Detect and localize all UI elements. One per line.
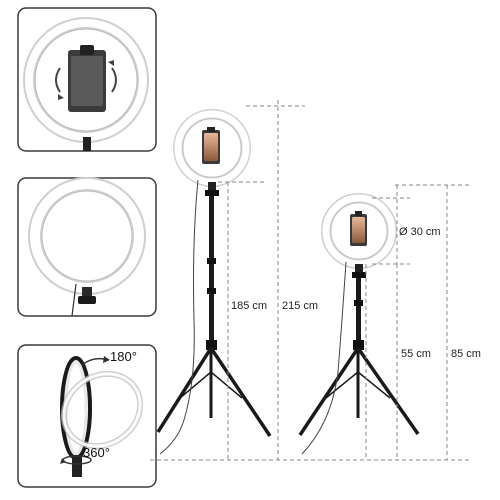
detail-frame-rotation (17, 344, 157, 488)
tall-ring-height-label: 185 cm (231, 300, 268, 312)
short-ring-light-stand (298, 193, 420, 455)
spin-angle-label: 360° (83, 445, 110, 460)
tall-ring-light-stand (156, 109, 272, 455)
detail-frame-phone-holder (17, 7, 157, 152)
detail-frame-ring-light (17, 177, 157, 317)
short-total-height-label: 85 cm (451, 348, 481, 360)
tilt-angle-label: 180° (110, 349, 137, 364)
short-ring-height-label: 55 cm (401, 348, 431, 360)
tall-total-height-label: 215 cm (282, 300, 319, 312)
ring-diameter-label: Ø 30 cm (399, 226, 441, 238)
dimension-lines (150, 100, 470, 461)
